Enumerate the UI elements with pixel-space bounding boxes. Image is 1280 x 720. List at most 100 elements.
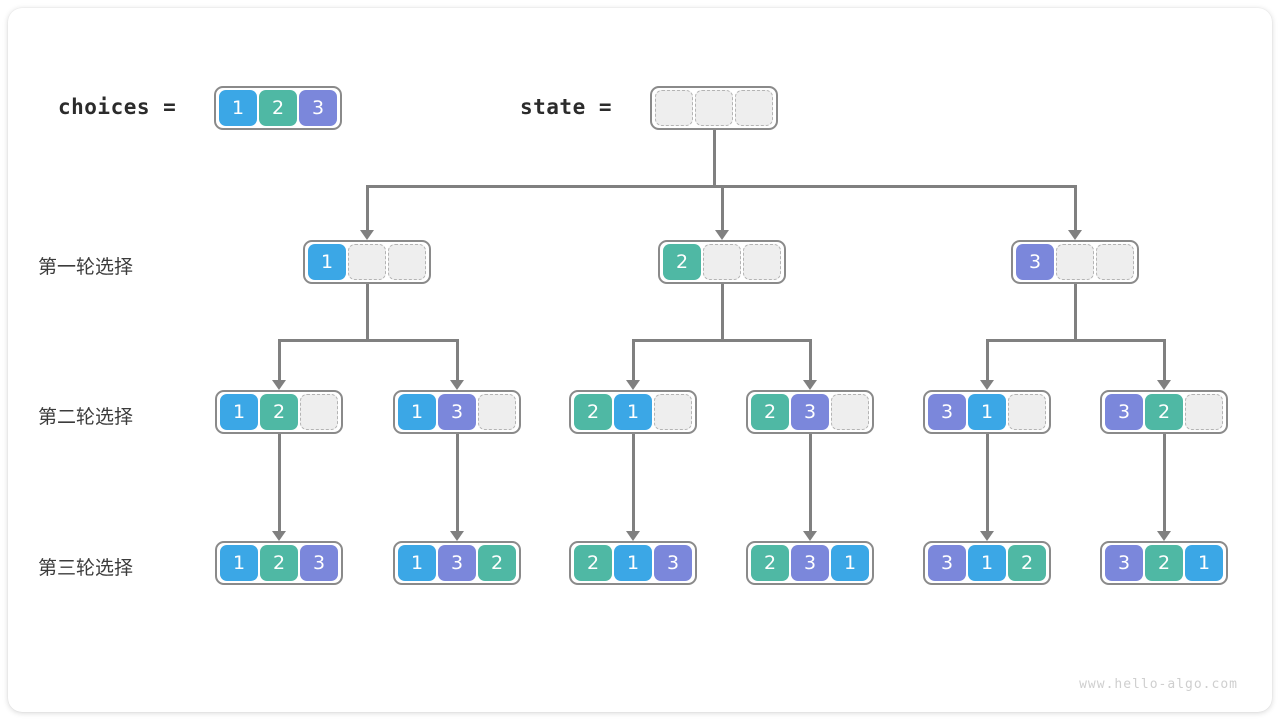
array-cell-filled: 1 [968, 394, 1006, 430]
connector-line-vertical [631, 434, 635, 532]
connector-arrowhead [980, 531, 994, 541]
array-cell-empty [695, 90, 733, 126]
array-cell-empty [735, 90, 773, 126]
array-cell-filled: 3 [1016, 244, 1054, 280]
array-cell-filled: 2 [663, 244, 701, 280]
array-cell-filled: 2 [574, 394, 612, 430]
connector-line-vertical [808, 340, 812, 381]
tree-node-round1-3: 3 [1011, 240, 1139, 284]
connector-line-vertical [712, 130, 716, 186]
connector-line-vertical [1162, 340, 1166, 381]
connector-arrowhead [1157, 380, 1171, 390]
connector-line-horizontal [985, 338, 1166, 342]
array-cell-filled: 2 [751, 394, 789, 430]
connector-line-vertical [1073, 284, 1077, 340]
array-cell-filled: 3 [1105, 394, 1143, 430]
state-label: state = [520, 95, 613, 119]
connector-arrowhead [272, 531, 286, 541]
connector-arrowhead [803, 380, 817, 390]
connector-line-vertical [720, 186, 724, 231]
state-array [650, 86, 778, 130]
array-cell-filled: 1 [308, 244, 346, 280]
array-cell-filled: 3 [928, 545, 966, 581]
array-cell-filled: 3 [928, 394, 966, 430]
choices-label: choices = [58, 95, 177, 119]
array-cell-filled: 1 [614, 394, 652, 430]
connector-line-vertical [985, 340, 989, 381]
array-cell-filled: 2 [260, 394, 298, 430]
connector-arrowhead [272, 380, 286, 390]
array-cell-filled: 3 [300, 545, 338, 581]
connector-line-horizontal [631, 338, 812, 342]
connector-arrowhead [450, 380, 464, 390]
connector-line-vertical [1073, 186, 1077, 231]
array-cell-empty [300, 394, 338, 430]
array-cell-filled: 2 [478, 545, 516, 581]
array-cell-filled: 1 [968, 545, 1006, 581]
connector-line-horizontal [277, 338, 459, 342]
array-cell-filled: 1 [831, 545, 869, 581]
array-cell-filled: 2 [1145, 394, 1183, 430]
connector-line-vertical [985, 434, 989, 532]
array-cell-empty [388, 244, 426, 280]
array-cell-empty [831, 394, 869, 430]
array-cell-empty [348, 244, 386, 280]
array-cell-filled: 2 [574, 545, 612, 581]
connector-arrowhead [803, 531, 817, 541]
tree-node-round1-2: 2 [658, 240, 786, 284]
array-cell-filled: 2 [259, 90, 297, 126]
array-cell-filled: 3 [791, 545, 829, 581]
array-cell-filled: 3 [438, 394, 476, 430]
array-cell-empty [1096, 244, 1134, 280]
connector-line-vertical [455, 434, 459, 532]
connector-arrowhead [626, 531, 640, 541]
row-caption-2: 第二轮选择 [38, 406, 134, 428]
array-cell-filled: 3 [438, 545, 476, 581]
watermark: www.hello-algo.com [1079, 677, 1238, 692]
array-cell-empty [1185, 394, 1223, 430]
connector-arrowhead [715, 230, 729, 240]
array-cell-filled: 2 [1145, 545, 1183, 581]
array-cell-filled: 1 [220, 545, 258, 581]
row-caption-1: 第一轮选择 [38, 256, 134, 278]
array-cell-empty [654, 394, 692, 430]
connector-line-vertical [277, 434, 281, 532]
connector-arrowhead [626, 380, 640, 390]
row-caption-3: 第三轮选择 [38, 557, 134, 579]
array-cell-filled: 1 [398, 394, 436, 430]
connector-line-vertical [1162, 434, 1166, 532]
array-cell-empty [1008, 394, 1046, 430]
array-cell-empty [703, 244, 741, 280]
array-cell-filled: 1 [220, 394, 258, 430]
tree-node-round1-1: 1 [303, 240, 431, 284]
connector-line-vertical [720, 284, 724, 340]
array-cell-filled: 3 [791, 394, 829, 430]
array-cell-filled: 1 [398, 545, 436, 581]
array-cell-empty [655, 90, 693, 126]
array-cell-filled: 2 [1008, 545, 1046, 581]
array-cell-filled: 2 [260, 545, 298, 581]
array-cell-empty [478, 394, 516, 430]
connector-line-vertical [455, 340, 459, 381]
array-cell-empty [1056, 244, 1094, 280]
connector-arrowhead [1068, 230, 1082, 240]
connector-arrowhead [1157, 531, 1171, 541]
connector-line-vertical [808, 434, 812, 532]
connector-arrowhead [450, 531, 464, 541]
array-cell-empty [743, 244, 781, 280]
connector-line-vertical [365, 284, 369, 340]
